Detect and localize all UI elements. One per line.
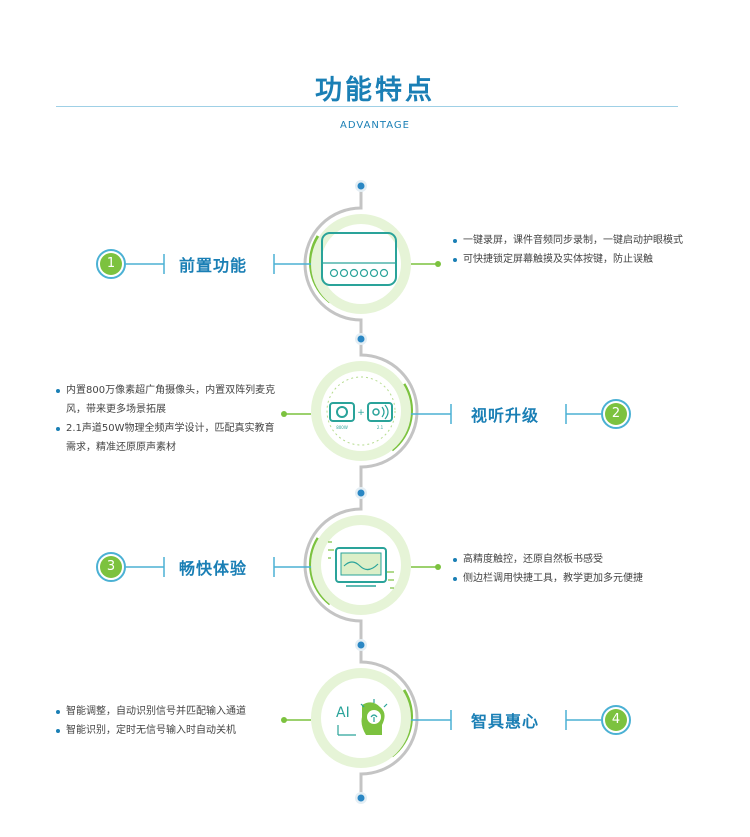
svg-text:+: +	[357, 408, 365, 418]
feature-3-title: 畅快体验	[179, 559, 248, 578]
page-subtitle: ADVANTAGE	[340, 120, 410, 131]
list-item: 2.1声道50W物理全频声学设计，匹配真实教育需求，精准还原原声素材	[56, 419, 282, 457]
feature-4-description: 智能调整，自动识别信号并匹配输入通道 智能识别，定时无信号输入时自动关机	[56, 702, 282, 740]
feature-1-description: 一键录屏，课件音频同步录制，一键启动护眼模式 可快捷锁定屏幕触摸及实体按键，防止…	[453, 231, 685, 269]
touch-board-icon	[328, 541, 394, 589]
title-divider	[56, 106, 678, 107]
list-item: 智能调整，自动识别信号并匹配输入通道	[56, 702, 282, 721]
list-item: 可快捷锁定屏幕触摸及实体按键，防止误触	[453, 250, 685, 269]
camera-speaker-icon: + 800W 2.1	[326, 376, 396, 446]
list-item: 一键录屏，课件音频同步录制，一键启动护眼模式	[453, 231, 685, 250]
feature-1-title: 前置功能	[179, 256, 248, 275]
list-item: 高精度触控，还原自然板书感受	[453, 550, 693, 569]
feature-3-number: 3	[100, 556, 122, 578]
feature-2-title: 视听升级	[471, 406, 540, 425]
monitor-front-buttons-icon	[321, 232, 397, 286]
page-title: 功能特点	[315, 75, 435, 106]
speaker-channel-label: 2.1	[377, 425, 384, 430]
feature-1-number: 1	[100, 253, 122, 275]
feature-2-number: 2	[605, 403, 627, 425]
feature-2-description: 内置800万像素超广角摄像头，内置双阵列麦克风，带来更多场景拓展 2.1声道50…	[56, 381, 282, 457]
list-item: 侧边栏调用快捷工具，教学更加多元便捷	[453, 569, 693, 588]
ai-lightbulb-icon: AI	[336, 699, 388, 736]
feature-3-number-ring	[96, 552, 126, 582]
feature-3-description: 高精度触控，还原自然板书感受 侧边栏调用快捷工具，教学更加多元便捷	[453, 550, 693, 588]
feature-1-number-ring	[96, 249, 126, 279]
feature-4-title: 智具惠心	[471, 712, 540, 731]
feature-4-number-ring	[601, 705, 631, 735]
feature-4-number: 4	[605, 709, 627, 731]
feature-2-number-ring	[601, 399, 631, 429]
list-item: 内置800万像素超广角摄像头，内置双阵列麦克风，带来更多场景拓展	[56, 381, 282, 419]
camera-resolution-label: 800W	[336, 425, 348, 430]
list-item: 智能识别，定时无信号输入时自动关机	[56, 721, 282, 740]
ai-label: AI	[336, 705, 350, 721]
